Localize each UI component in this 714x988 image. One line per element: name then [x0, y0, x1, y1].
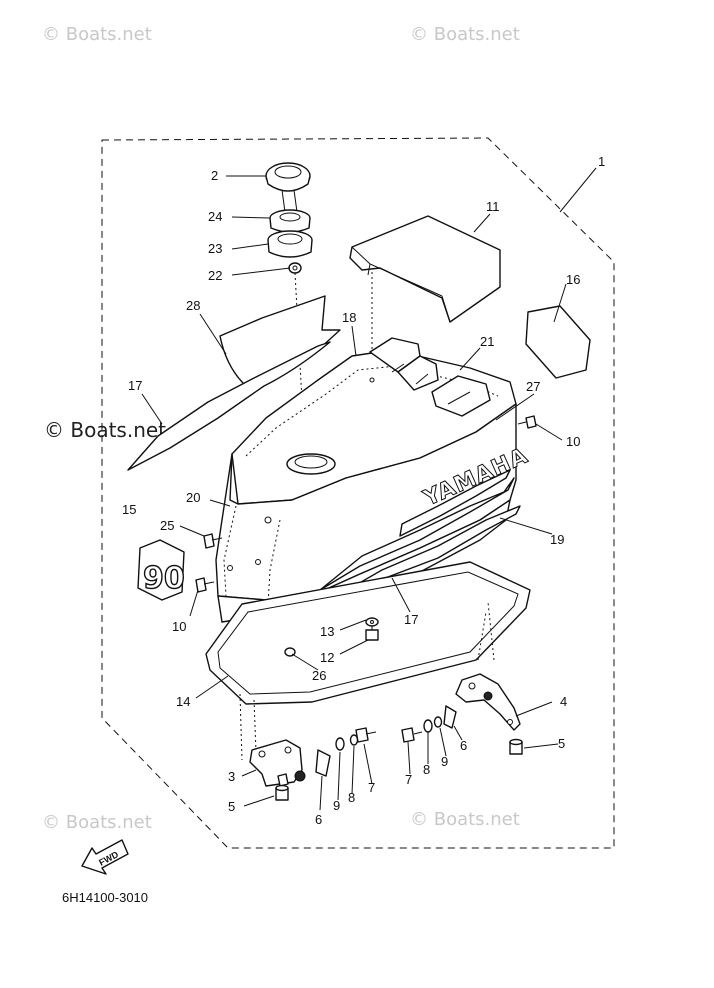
callout-labels: 1 2 24 23 22 11 16 28 17 18 21 27 10 20 … [122, 154, 605, 827]
bracket-3 [249, 739, 306, 787]
callout-8-right: 8 [423, 762, 430, 777]
callout-14: 14 [176, 694, 190, 709]
callout-16: 16 [566, 272, 580, 287]
callout-10-left: 10 [172, 619, 186, 634]
watermark-bottom-left: © Boats.net [42, 812, 152, 833]
cap-assembly [265, 162, 313, 456]
emblem-15: 90 [137, 539, 185, 601]
diagram-code: 6H14100-3010 [62, 890, 148, 905]
callout-24: 24 [208, 209, 222, 224]
callout-27: 27 [526, 379, 540, 394]
callout-25: 25 [160, 518, 174, 533]
leader-lines [141, 167, 597, 811]
callout-11: 11 [486, 199, 500, 214]
guide-lines [239, 601, 495, 761]
callout-5-left: 5 [228, 799, 235, 814]
callout-9-left: 9 [333, 798, 340, 813]
plate-16 [525, 305, 591, 379]
callout-12: 12 [320, 650, 334, 665]
callout-10-right: 10 [566, 434, 580, 449]
fwd-arrow-icon: FWD [81, 839, 129, 875]
callout-23: 23 [208, 241, 222, 256]
callout-18: 18 [342, 310, 356, 325]
callout-9-right: 9 [441, 754, 448, 769]
side-stripes [319, 469, 521, 601]
callout-2: 2 [211, 168, 218, 183]
callout-6-right: 6 [460, 738, 467, 753]
callout-21: 21 [480, 334, 494, 349]
watermark-top-left: © Boats.net [42, 24, 152, 45]
callout-20: 20 [186, 490, 200, 505]
callout-7-right: 7 [405, 772, 412, 787]
callout-4: 4 [560, 694, 567, 709]
watermark-middle-left: © Boats.net [44, 418, 166, 442]
hardware-left [275, 727, 377, 801]
callout-6-left: 6 [315, 812, 322, 827]
callout-13: 13 [320, 624, 334, 639]
callout-8-left: 8 [348, 790, 355, 805]
callout-3: 3 [228, 769, 235, 784]
watermark-top-right: © Boats.net [410, 24, 520, 45]
callout-5-right: 5 [558, 736, 565, 751]
callout-17-top: 17 [128, 378, 142, 393]
assembly-boundary [101, 137, 615, 849]
callout-7-left: 7 [368, 780, 375, 795]
bracket-4 [455, 673, 521, 731]
emblem-number: 90 [143, 561, 185, 596]
callout-17-bottom: 17 [404, 612, 418, 627]
hardware-right [401, 705, 523, 755]
callout-28: 28 [186, 298, 200, 313]
screws [195, 415, 537, 593]
callout-19: 19 [550, 532, 564, 547]
callout-22: 22 [208, 268, 222, 283]
callout-1: 1 [598, 154, 605, 169]
callout-15: 15 [122, 502, 136, 517]
callout-26: 26 [312, 668, 326, 683]
side-graphic-strips [127, 295, 341, 471]
watermark-bottom-right: © Boats.net [410, 809, 520, 830]
